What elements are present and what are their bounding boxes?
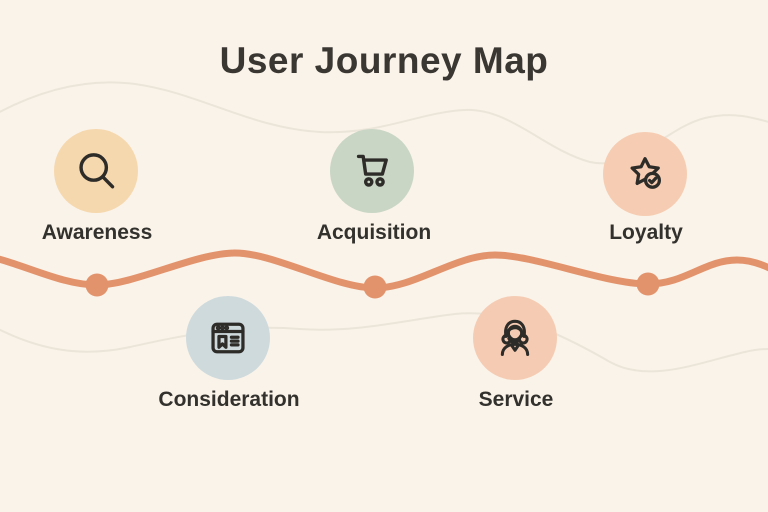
stage-label-consideration: Consideration — [158, 388, 300, 411]
service-circle — [473, 296, 557, 380]
stage-label-service: Service — [478, 388, 554, 411]
browser-bookmark-icon — [205, 315, 251, 361]
decorative-wave-bottom — [0, 312, 768, 373]
decorative-wave-top — [0, 81, 768, 165]
shopping-cart-icon — [349, 148, 395, 194]
journey-timeline — [0, 249, 768, 292]
stage-label-acquisition: Acquisition — [316, 221, 432, 244]
timeline-dot-2 — [363, 275, 387, 299]
page-title: User Journey Map — [219, 40, 549, 81]
star-check-icon — [622, 151, 668, 197]
search-icon — [73, 148, 119, 194]
stage-label-awareness: Awareness — [41, 221, 153, 244]
consideration-circle — [186, 296, 270, 380]
acquisition-circle — [330, 129, 414, 213]
awareness-circle — [54, 129, 138, 213]
timeline-dot-3 — [636, 272, 660, 296]
timeline-dot-1 — [85, 273, 109, 297]
loyalty-circle — [603, 132, 687, 216]
stage-label-loyalty: Loyalty — [609, 221, 683, 244]
support-agent-icon — [492, 315, 538, 361]
